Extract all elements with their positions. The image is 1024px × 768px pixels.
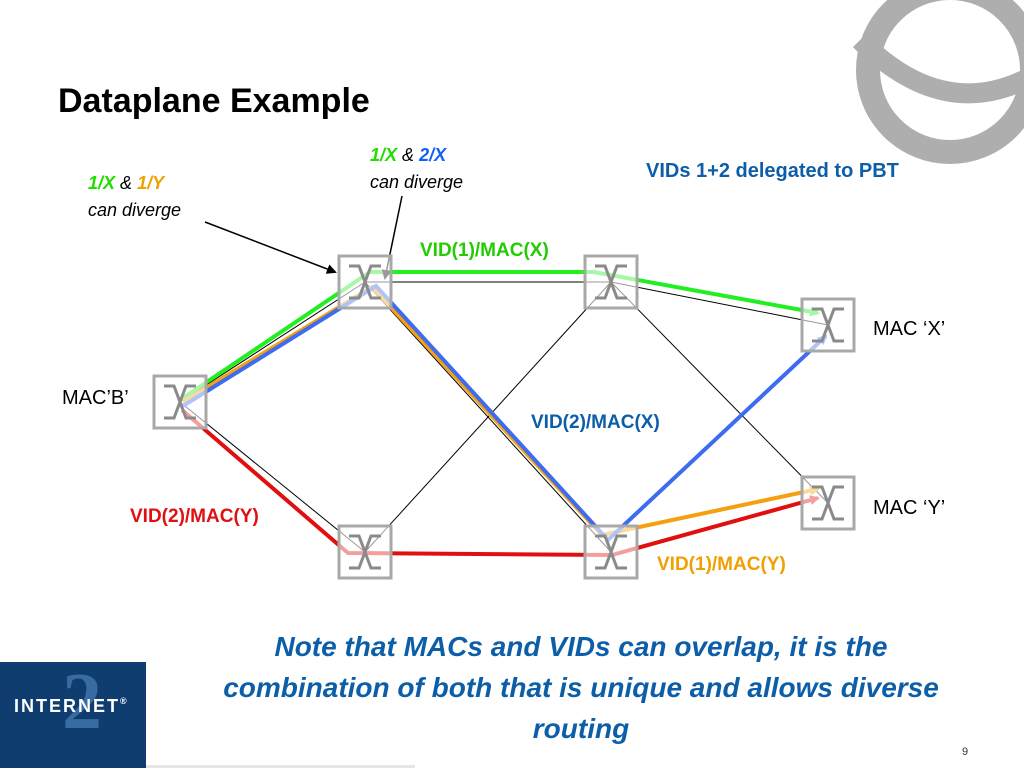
page-title: Dataplane Example bbox=[58, 82, 370, 120]
callout-center-amp: & bbox=[402, 145, 415, 165]
logo-text: INTERNET® bbox=[14, 696, 129, 717]
switch-bottom-right-icon bbox=[583, 524, 639, 580]
callout-center: 1/X & 2/X can diverge bbox=[370, 142, 463, 196]
label-vid1-macx: VID(1)/MAC(X) bbox=[420, 240, 549, 261]
switch-mac-y-icon bbox=[800, 475, 856, 531]
callout-center-a: 1/X bbox=[370, 145, 398, 165]
callout-center-line1: 1/X & 2/X bbox=[370, 142, 463, 169]
callout-left-b: 1/Y bbox=[137, 173, 165, 193]
path-red-vid2-macy bbox=[180, 408, 820, 558]
switch-mac-b-icon bbox=[152, 374, 208, 430]
globe-watermark-icon bbox=[852, 0, 1024, 164]
switch-bottom-left-icon bbox=[337, 524, 393, 580]
internet2-swoosh-icon: 2 bbox=[62, 662, 102, 746]
callout-left-pointer bbox=[204, 221, 337, 274]
internet2-logo: 2 INTERNET® bbox=[0, 662, 146, 768]
vids-delegated-note: VIDs 1+2 delegated to PBT bbox=[646, 160, 899, 182]
callout-left-amp: & bbox=[120, 173, 133, 193]
label-vid2-macy: VID(2)/MAC(Y) bbox=[130, 506, 259, 527]
label-vid2-macx: VID(2)/MAC(X) bbox=[531, 412, 660, 433]
physical-links bbox=[179, 281, 829, 553]
host-label-mac-y: MAC ‘Y’ bbox=[873, 497, 946, 519]
host-label-mac-b: MAC’B’ bbox=[62, 387, 129, 409]
logo-registered-mark: ® bbox=[120, 696, 129, 706]
host-label-mac-x: MAC ‘X’ bbox=[873, 318, 946, 340]
path-blue-vid2-macx bbox=[181, 283, 828, 543]
footer-bar bbox=[0, 765, 415, 768]
label-vid1-macy: VID(1)/MAC(Y) bbox=[657, 554, 786, 575]
callout-left-line2: can diverge bbox=[88, 200, 182, 220]
path-green-vid1-macx bbox=[181, 270, 820, 400]
logo-wordmark: INTERNET bbox=[14, 696, 120, 716]
callout-left-line1: 1/X & 1/Y bbox=[88, 170, 181, 197]
logo-numeral: 2 bbox=[62, 662, 102, 746]
switch-top-right-icon bbox=[583, 254, 639, 310]
callout-center-b: 2/X bbox=[419, 145, 447, 165]
switch-mac-x-icon bbox=[800, 297, 856, 353]
callout-left-a: 1/X bbox=[88, 173, 116, 193]
path-orange-vid1-macy bbox=[181, 284, 820, 538]
callout-left: 1/X & 1/Y can diverge bbox=[88, 170, 181, 224]
overlap-note: Note that MACs and VIDs can overlap, it … bbox=[223, 631, 939, 744]
switch-top-left-icon bbox=[337, 254, 393, 310]
page-number: 9 bbox=[962, 746, 969, 758]
callout-center-line2: can diverge bbox=[370, 172, 464, 192]
